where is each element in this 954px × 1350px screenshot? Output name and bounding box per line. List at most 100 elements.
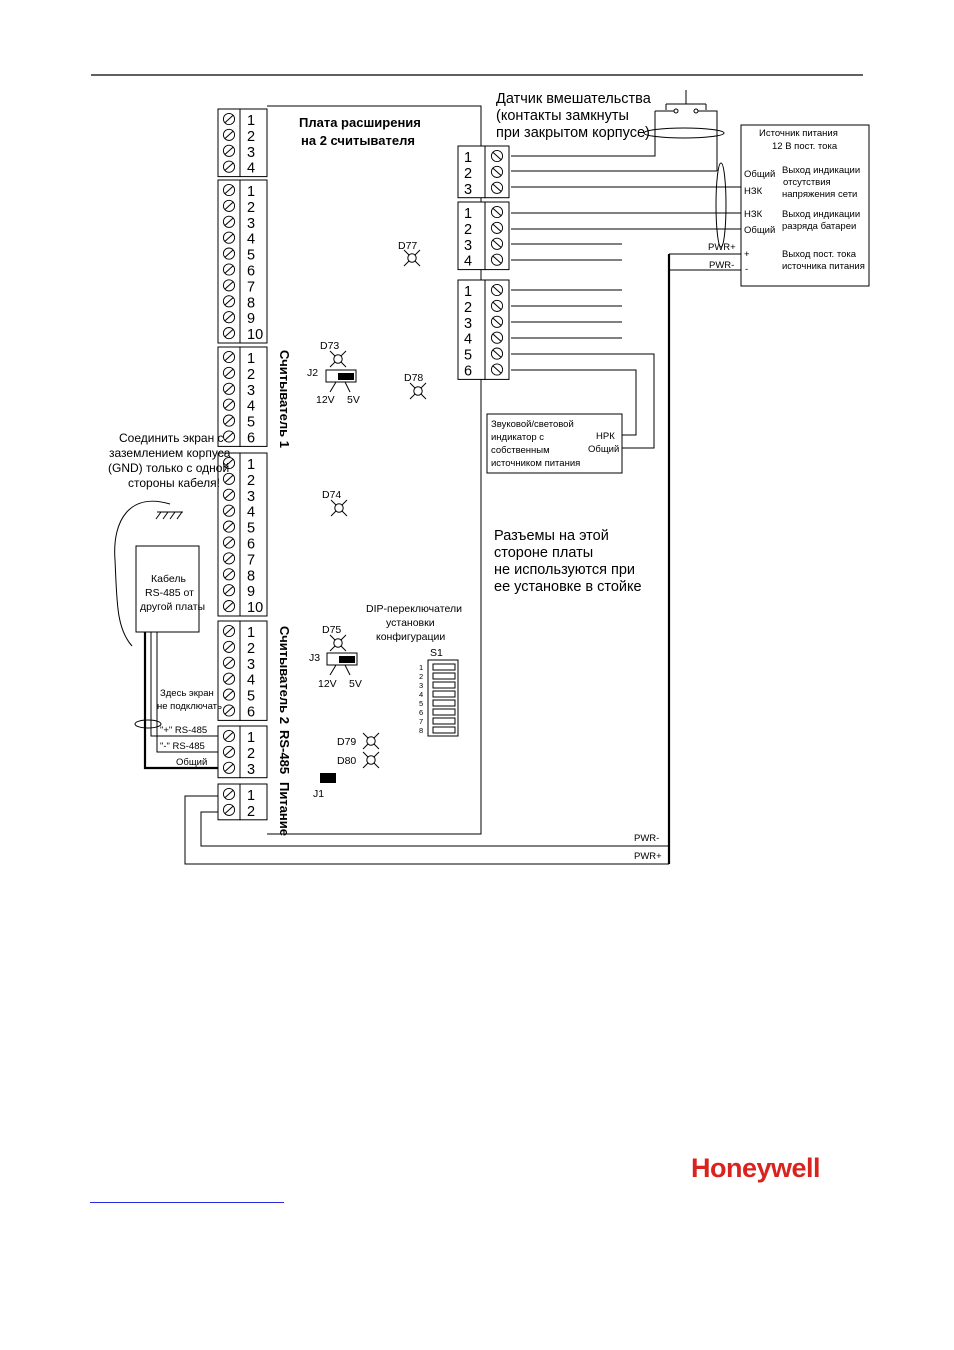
pin-number: 3	[247, 145, 255, 161]
pin-number: 1	[247, 457, 255, 473]
svg-text:5V: 5V	[349, 678, 362, 690]
dip-switch-lever	[432, 672, 456, 680]
footer-link[interactable]	[90, 1188, 284, 1203]
screw-terminal	[490, 331, 504, 344]
shield-note: Соединить экран с заземлением корпуса (G…	[108, 431, 231, 490]
right-block-1: 123	[457, 145, 510, 199]
screw-terminal	[222, 231, 236, 244]
screw-terminal	[222, 311, 236, 324]
pin-number: 1	[464, 150, 472, 166]
screw-terminal	[222, 414, 236, 427]
svg-text:Звуковой/световой: Звуковой/световой	[491, 419, 574, 430]
board-outline	[267, 105, 482, 835]
svg-text:(GND) только с одной: (GND) только с одной	[108, 461, 229, 475]
svg-text:источника питания: источника питания	[782, 261, 865, 272]
pin-number: 4	[247, 161, 255, 177]
power-supply: Источник питания 12 В пост. тока Общий Н…	[740, 124, 870, 287]
screw-terminal	[490, 315, 504, 328]
pin-number: 2	[247, 804, 255, 820]
screw-terminal	[222, 279, 236, 292]
screw-terminal	[490, 283, 504, 297]
pin-number: 1	[247, 351, 255, 367]
pin-number: 5	[464, 348, 472, 364]
pin-number: 8	[247, 295, 255, 311]
rs485-cable-box: Кабель RS-485 от другой платы Здесь экра…	[134, 545, 222, 770]
led-label: D79	[337, 736, 356, 748]
led-label: D77	[398, 240, 417, 252]
dip-s1-label: S1	[430, 647, 443, 659]
pin-number: 3	[247, 383, 255, 399]
screw-terminal	[222, 761, 236, 774]
svg-text:Общий: Общий	[588, 444, 619, 455]
screw-terminal	[222, 160, 236, 173]
screw-terminal	[222, 382, 236, 395]
screw-terminal	[222, 366, 236, 379]
screw-terminal	[222, 295, 236, 308]
pin-number: 2	[247, 473, 255, 489]
dip-number: 2	[419, 672, 423, 681]
dip-number: 1	[419, 663, 423, 672]
screw-terminal	[222, 640, 236, 653]
pin-number: 10	[247, 327, 263, 343]
led-label: D74	[322, 489, 341, 501]
pin-number: 4	[464, 254, 472, 270]
svg-text:-: -	[745, 264, 748, 275]
svg-text:НЗК: НЗК	[744, 186, 763, 197]
pin-number: 3	[247, 657, 255, 673]
pin-number: 4	[247, 673, 255, 689]
screw-terminal	[222, 488, 236, 501]
dip-title-3: конфигурации	[376, 631, 445, 643]
dip-switch-lever	[432, 726, 456, 734]
screw-terminal	[222, 183, 236, 197]
screw-terminal	[222, 568, 236, 581]
pwr-minus-bottom: PWR-	[634, 833, 659, 844]
screw-terminal	[222, 787, 236, 801]
screw-terminal	[222, 520, 236, 533]
pwr-plus-bottom: PWR+	[634, 851, 662, 862]
screw-terminal	[222, 350, 236, 364]
screw-terminal	[222, 672, 236, 685]
pin-number: 3	[247, 489, 255, 505]
dip-number: 5	[419, 699, 423, 708]
sound-light-indicator: Звуковой/световой индикатор с собственны…	[486, 413, 623, 474]
screw-terminal	[490, 363, 504, 376]
led-label: D80	[337, 755, 356, 767]
dip-title-2: установки	[386, 617, 435, 629]
led-d74: D74	[322, 489, 348, 517]
svg-text:12V: 12V	[318, 678, 337, 690]
jumper-j1: J1	[313, 773, 336, 800]
pin-number: 5	[247, 689, 255, 705]
screw-terminal	[222, 128, 236, 141]
screw-terminal	[490, 149, 504, 163]
ps-wires: PWR+ PWR-	[511, 162, 741, 864]
dip-number: 3	[419, 681, 423, 690]
dip-switch-lever	[432, 699, 456, 707]
pin-number: 5	[247, 415, 255, 431]
screw-terminal	[490, 299, 504, 312]
reader2-label: Считыватель 2	[277, 626, 292, 724]
pin-number: 4	[247, 232, 255, 248]
svg-text:собственным: собственным	[491, 445, 550, 456]
screw-terminal	[490, 237, 504, 250]
pin-number: 3	[247, 216, 255, 232]
dip-number: 8	[419, 726, 423, 735]
led-label: D73	[320, 340, 339, 352]
svg-text:индикатор с: индикатор с	[491, 432, 544, 443]
left-block-6: 123	[217, 725, 268, 779]
unused-connectors-note: Разъемы на этой стороне платы не использ…	[494, 528, 642, 595]
svg-text:5V: 5V	[347, 394, 360, 406]
pin-number: 10	[247, 600, 263, 616]
screw-terminal	[222, 803, 236, 816]
screw-terminal	[490, 205, 504, 219]
svg-text:Общий: Общий	[176, 757, 207, 768]
svg-text:стороны кабеля!: стороны кабеля!	[128, 476, 220, 490]
led-label: D75	[322, 624, 341, 636]
svg-text:ее установке в стойке: ее установке в стойке	[494, 579, 642, 595]
led-d73: D73	[320, 340, 347, 368]
